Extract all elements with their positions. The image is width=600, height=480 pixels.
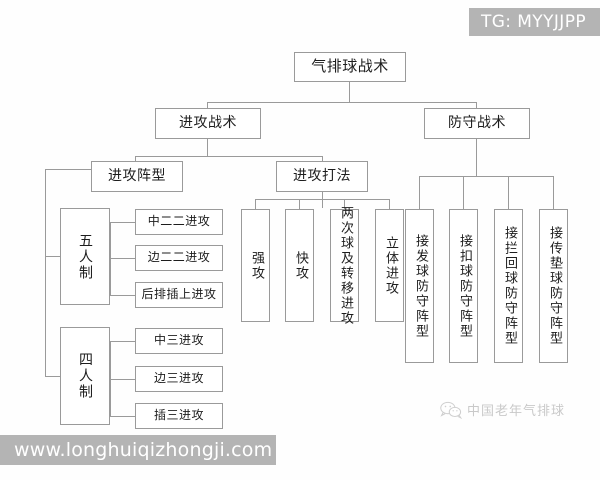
node-playstyle-2[interactable]: 快攻 bbox=[285, 209, 314, 322]
connector-defense-drop-4 bbox=[553, 176, 554, 209]
connector-playstyle-stem bbox=[322, 192, 323, 208]
connector-four-to-attack-2 bbox=[110, 379, 135, 380]
node-defense-formation-2[interactable]: 接扣球防守阵型 bbox=[449, 209, 478, 363]
connector-playstyle-bus bbox=[255, 199, 389, 200]
wechat-icon bbox=[440, 401, 463, 419]
node-defense-formation-4[interactable]: 接传垫球防守阵型 bbox=[539, 209, 568, 363]
brand-label: 中国老年气排球 bbox=[467, 404, 566, 419]
connector-five-to-attack-1 bbox=[110, 222, 135, 223]
node-five-attack-2[interactable]: 边二二进攻 bbox=[135, 245, 223, 271]
connector-offense-bus bbox=[135, 156, 322, 157]
connector-spine-to-five bbox=[45, 256, 60, 257]
url-watermark: www.longhuiqizhongji.com bbox=[0, 435, 276, 465]
connector-four-to-attack-1 bbox=[110, 341, 135, 342]
connector-defense-drop-1 bbox=[419, 176, 420, 209]
node-four-attack-1[interactable]: 中三进攻 bbox=[135, 328, 223, 354]
node-offense-tactics[interactable]: 进攻战术 bbox=[155, 108, 261, 139]
node-playstyle-1[interactable]: 强攻 bbox=[241, 209, 270, 322]
connector-playstyle-drop-1 bbox=[255, 199, 256, 209]
node-four-attack-2[interactable]: 边三进攻 bbox=[135, 366, 223, 392]
telegram-watermark: TG: MYYJJPP bbox=[468, 8, 600, 36]
connector-root-stem bbox=[349, 82, 350, 102]
node-system-four-person[interactable]: 四人制 bbox=[60, 327, 110, 425]
connector-systems-spine bbox=[45, 169, 46, 376]
node-root[interactable]: 气排球战术 bbox=[294, 52, 406, 82]
connector-four-to-attack-3 bbox=[110, 416, 135, 417]
node-defense-tactics[interactable]: 防守战术 bbox=[424, 108, 530, 139]
connector-spine-to-four bbox=[45, 376, 60, 377]
node-four-attack-3[interactable]: 插三进攻 bbox=[135, 403, 223, 429]
node-five-attack-3[interactable]: 后排插上进攻 bbox=[135, 282, 223, 308]
node-system-five-person[interactable]: 五人制 bbox=[60, 208, 110, 305]
connector-root-bus bbox=[207, 102, 476, 103]
node-attack-formation[interactable]: 进攻阵型 bbox=[91, 161, 183, 192]
node-five-attack-1[interactable]: 中二二进攻 bbox=[135, 209, 223, 235]
connector-five-rail bbox=[110, 222, 111, 295]
connector-defense-stem bbox=[476, 139, 477, 176]
node-playstyle-4[interactable]: 立体进攻 bbox=[375, 209, 404, 322]
connector-playstyle-drop-4 bbox=[389, 199, 390, 209]
node-defense-formation-1[interactable]: 接发球防守阵型 bbox=[405, 209, 434, 363]
connector-formation-left-arm bbox=[45, 169, 91, 170]
connector-defense-drop-3 bbox=[508, 176, 509, 209]
node-attack-playstyle[interactable]: 进攻打法 bbox=[276, 161, 368, 192]
connector-playstyle-drop-2 bbox=[299, 199, 300, 209]
node-defense-formation-3[interactable]: 接拦回球防守阵型 bbox=[494, 209, 523, 363]
connector-defense-drop-2 bbox=[463, 176, 464, 209]
connector-offense-stem bbox=[207, 139, 208, 156]
connector-four-rail bbox=[110, 341, 111, 416]
brand-watermark: 中国老年气排球 bbox=[440, 400, 565, 419]
connector-defense-bus bbox=[419, 176, 553, 177]
connector-five-to-attack-3 bbox=[110, 295, 135, 296]
connector-five-to-attack-2 bbox=[110, 258, 135, 259]
connector-playstyle-drop-3 bbox=[344, 199, 345, 209]
node-playstyle-3[interactable]: 两次球及转移进攻 bbox=[330, 206, 359, 326]
